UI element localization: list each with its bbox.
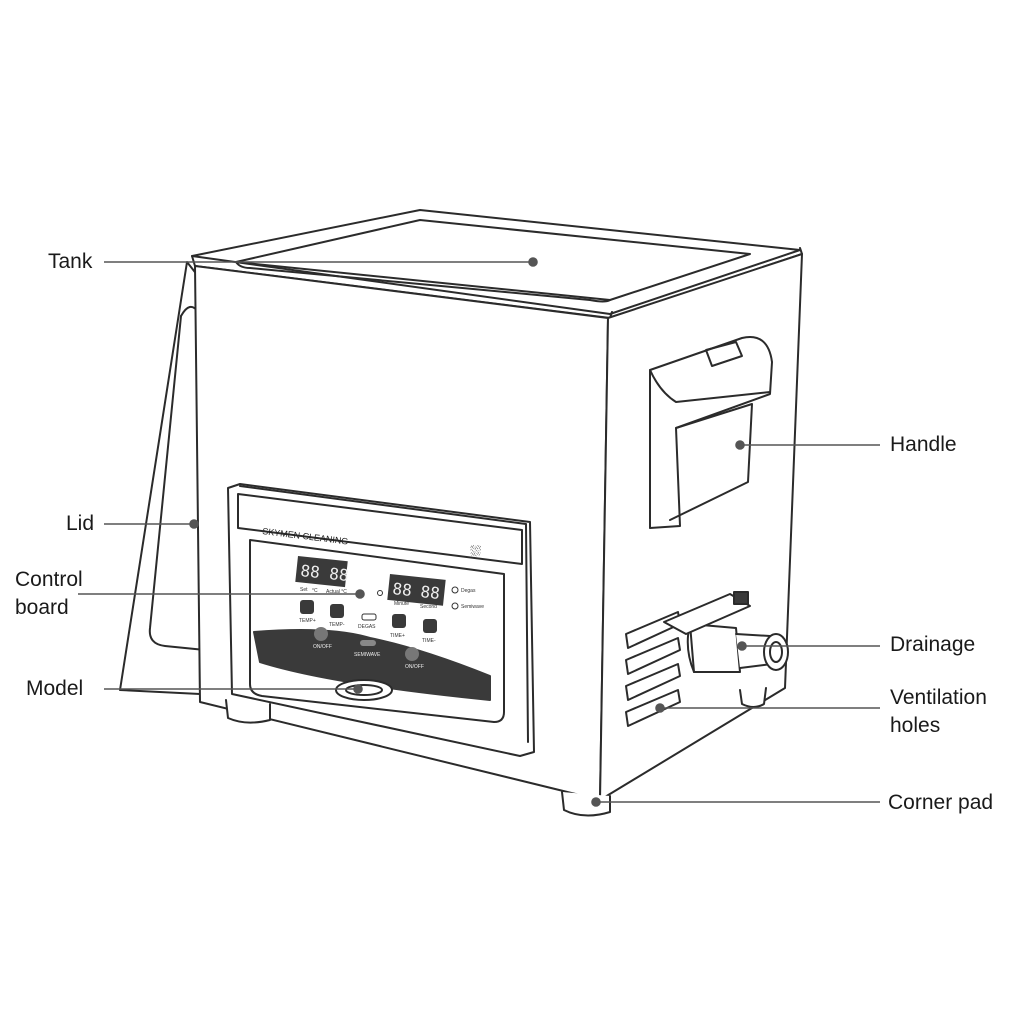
time-up-button[interactable]: [392, 614, 406, 628]
handle-dot: [735, 440, 745, 450]
ventilation-dot: [655, 703, 665, 713]
time-display-b: 88: [420, 582, 441, 603]
label-drainage: Drainage: [890, 633, 976, 656]
ventilation-holes: [625, 611, 681, 727]
label-semiwave: Semiwave: [461, 604, 484, 610]
drainage-valve: [663, 591, 789, 673]
time-up-label: TIME+: [390, 633, 405, 639]
degas-label: DEGAS: [358, 624, 376, 630]
time-down-button[interactable]: [423, 619, 437, 633]
degas-button[interactable]: [361, 613, 377, 621]
semiwave-button[interactable]: [360, 640, 376, 646]
control-panel-frame: [227, 483, 535, 757]
degas-indicator: [451, 586, 459, 594]
lid: [119, 261, 206, 695]
label-model: Model: [26, 677, 84, 700]
label-corner-pad: Corner pad: [888, 791, 994, 814]
handle: [649, 336, 773, 529]
power-right-button[interactable]: [405, 647, 419, 661]
semiwave-indicator: [451, 602, 459, 610]
label-set: Set: [300, 587, 308, 593]
time-display-a: 88: [392, 579, 413, 600]
temp-display: [295, 555, 348, 588]
label-second: Second: [420, 604, 437, 610]
label-lid: Lid: [66, 512, 95, 535]
label-control-board-line2: board: [15, 596, 69, 619]
drainage-dot: [737, 641, 747, 651]
power-left-button[interactable]: [314, 627, 328, 641]
label-tank: Tank: [48, 250, 93, 273]
label-handle: Handle: [890, 433, 957, 456]
control-board-dot: [355, 589, 365, 599]
label-minute: Minute: [394, 601, 409, 607]
model-dot: [353, 684, 363, 694]
label-ventilation-line1: Ventilation: [890, 686, 987, 709]
temp-down-button[interactable]: [330, 604, 344, 618]
lid-dot: [189, 519, 199, 529]
label-c: °C: [312, 588, 318, 594]
time-display: [387, 574, 446, 606]
status-dot: [377, 590, 383, 596]
wash-icon: ⛆: [470, 544, 481, 560]
corner-pad-dot: [591, 797, 601, 807]
label-degas: Degas: [461, 588, 476, 594]
temp-display-digits: 88 88: [300, 561, 350, 585]
power-right-label: ON/OFF: [405, 664, 424, 670]
label-control-board-line1: Control: [15, 568, 83, 591]
tank-dot: [528, 257, 538, 267]
power-left-label: ON/OFF: [313, 644, 332, 650]
temp-down-label: TEMP-: [329, 622, 345, 628]
temp-up-button[interactable]: [300, 600, 314, 614]
body-side: [599, 253, 803, 801]
label-ventilation-line2: holes: [890, 714, 941, 737]
time-down-label: TIME-: [422, 638, 436, 644]
label-actual: Actual °C: [326, 589, 347, 595]
semiwave-label: SEMIWAVE: [354, 652, 381, 658]
temp-up-label: TEMP+: [299, 618, 316, 624]
